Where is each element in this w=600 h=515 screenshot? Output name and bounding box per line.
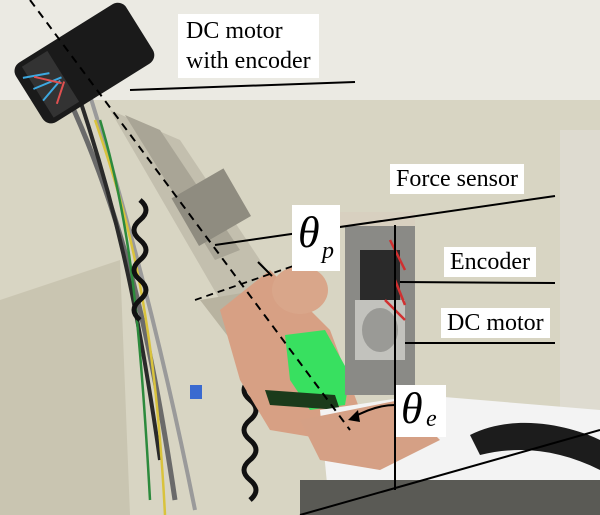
- label-line: DC motor: [186, 18, 283, 44]
- theta-symbol: θ: [401, 384, 423, 433]
- brace-joint: [171, 168, 251, 246]
- angle-arc-p: [257, 261, 273, 277]
- left-wall-panel: [0, 260, 130, 515]
- dark-strap: [265, 390, 340, 410]
- blue-connector: [190, 385, 202, 399]
- theta-subscript: e: [426, 406, 437, 432]
- coiled-cable: [131, 198, 149, 322]
- label-dc-motor-with-encoder: DC motor with encoder: [178, 14, 319, 78]
- force-sensor-plate: [340, 212, 415, 226]
- label-encoder: Encoder: [444, 247, 536, 277]
- pointer-force-sensor: [214, 195, 556, 246]
- table-edge: [300, 480, 600, 515]
- black-cable: [78, 99, 162, 461]
- label-line: with encoder: [186, 48, 311, 74]
- angle-arrowhead: [348, 410, 360, 422]
- upper-arm-axis: [299, 429, 600, 515]
- motor-cylinder: [362, 308, 398, 352]
- forearm-axis-dashed: [29, 0, 351, 431]
- black-cable: [470, 422, 600, 470]
- velcro-strap: [285, 330, 350, 410]
- green-wire: [98, 119, 152, 501]
- theta-subscript: p: [322, 238, 334, 264]
- label-dc-motor: DC motor: [441, 308, 550, 338]
- right-wall-panel: [560, 130, 600, 410]
- theta-p-symbol: θ p: [292, 205, 340, 271]
- pointer-encoder: [399, 281, 556, 284]
- label-force-sensor: Force sensor: [390, 164, 524, 194]
- encoder-body: [360, 250, 400, 300]
- dc-motor-with-encoder-device: [14, 2, 155, 124]
- theta-symbol: θ: [298, 208, 320, 257]
- hand: [272, 266, 328, 314]
- theta-e-symbol: θ e: [396, 385, 446, 437]
- pointer-dc-motor-encoder: [129, 81, 356, 91]
